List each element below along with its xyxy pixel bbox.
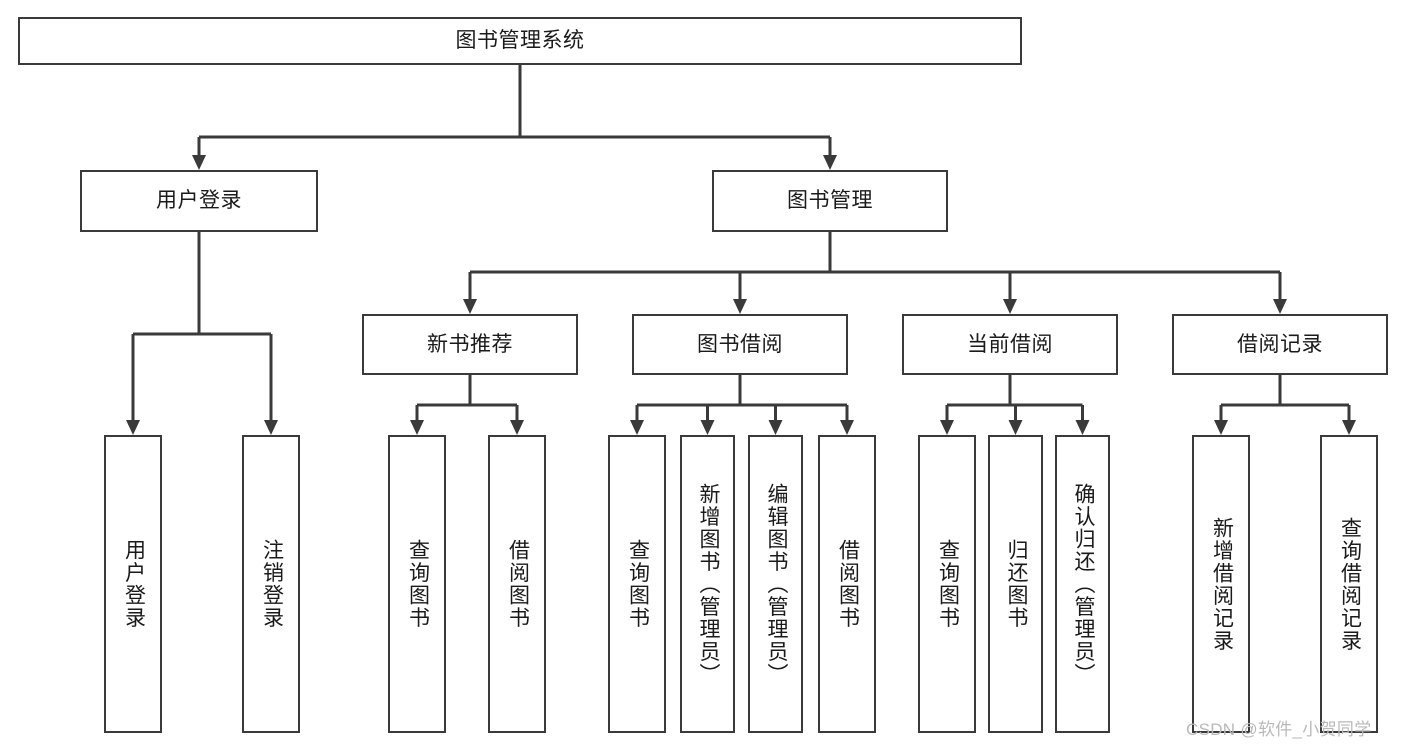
node-label: 注销登录 [260, 539, 284, 629]
node-label: 查询图书 [626, 539, 650, 629]
node-label: 借阅记录 [1237, 332, 1323, 356]
node-label: 新增图书（管理员） [696, 482, 720, 686]
node-book-borrow[interactable]: 图书借阅 [632, 314, 848, 375]
node-label: 当前借阅 [967, 332, 1053, 356]
node-current-borrow[interactable]: 当前借阅 [902, 314, 1118, 375]
node-leaf-add-book[interactable]: 新增图书（管理员） [680, 435, 735, 733]
node-label: 查询图书 [406, 539, 430, 629]
node-label: 查询图书 [936, 539, 960, 629]
node-leaf-logout[interactable]: 注销登录 [242, 435, 300, 733]
node-label: 借阅图书 [506, 539, 530, 629]
node-label: 查询借阅记录 [1338, 516, 1362, 652]
node-book-manage[interactable]: 图书管理 [712, 170, 948, 232]
node-leaf-query-1[interactable]: 查询图书 [388, 435, 446, 733]
csdn-watermark: CSDN @软件_小贺同学 [1186, 720, 1372, 739]
node-leaf-borrow-2[interactable]: 借阅图书 [818, 435, 876, 733]
node-label: 编辑图书（管理员） [764, 482, 788, 686]
node-label: 新增借阅记录 [1210, 516, 1234, 652]
node-label: 用户登录 [122, 539, 146, 629]
node-label: 归还图书 [1004, 539, 1028, 629]
node-label: 图书管理 [787, 189, 873, 213]
node-leaf-return[interactable]: 归还图书 [988, 435, 1043, 733]
node-leaf-user-login[interactable]: 用户登录 [104, 435, 162, 733]
node-leaf-query-rec[interactable]: 查询借阅记录 [1320, 435, 1378, 733]
node-leaf-query-2[interactable]: 查询图书 [608, 435, 666, 733]
node-root[interactable]: 图书管理系统 [18, 17, 1022, 65]
node-leaf-add-rec[interactable]: 新增借阅记录 [1192, 435, 1250, 733]
node-label: 借阅图书 [836, 539, 860, 629]
node-borrow-record[interactable]: 借阅记录 [1172, 314, 1388, 375]
node-leaf-confirm[interactable]: 确认归还（管理员） [1055, 435, 1110, 733]
node-label: 图书借阅 [697, 332, 783, 356]
node-label: 用户登录 [156, 189, 242, 213]
node-leaf-edit-book[interactable]: 编辑图书（管理员） [748, 435, 803, 733]
node-new-book-rec[interactable]: 新书推荐 [362, 314, 578, 375]
node-label: 图书管理系统 [455, 29, 585, 53]
node-leaf-borrow-1[interactable]: 借阅图书 [488, 435, 546, 733]
node-label: 确认归还（管理员） [1071, 482, 1095, 686]
node-label: 新书推荐 [427, 332, 513, 356]
node-leaf-query-3[interactable]: 查询图书 [918, 435, 976, 733]
node-user-login[interactable]: 用户登录 [80, 170, 318, 232]
